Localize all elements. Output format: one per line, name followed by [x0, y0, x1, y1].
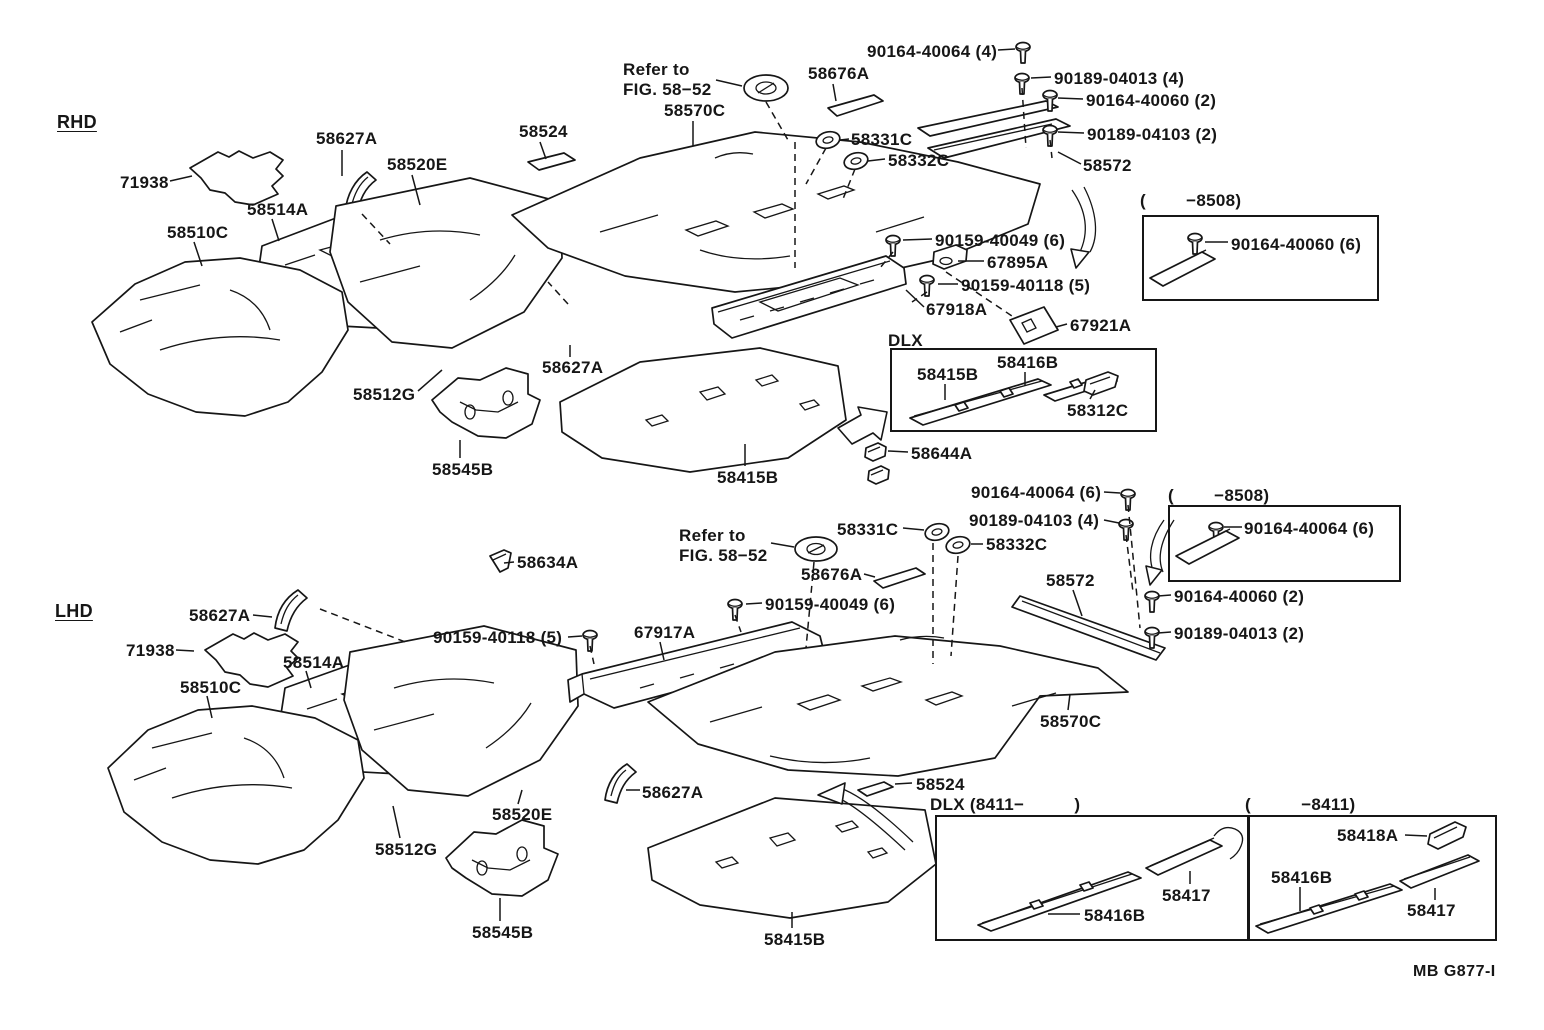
part-label: 90164-40064 (6): [971, 483, 1102, 502]
part-label: 58415B: [717, 468, 779, 487]
part-label: 58524: [916, 775, 965, 794]
part-label: 90164-40060 (2): [1174, 587, 1305, 606]
part-label: 90189-04013 (4): [1054, 69, 1185, 88]
part-label: 58510C: [167, 223, 229, 242]
part-label: 58520E: [387, 155, 448, 174]
part-label: 90164-40060 (6): [1231, 235, 1362, 254]
part-label: 58512G: [353, 385, 416, 404]
part-label: 58676A: [801, 565, 863, 584]
variant-box-caption: ( −8411): [1245, 795, 1356, 814]
part-label: 58332C: [986, 535, 1048, 554]
part-label: 67921A: [1070, 316, 1132, 335]
variant-box-caption: ( −8508): [1140, 191, 1242, 210]
part-label: 58627A: [189, 606, 251, 625]
part-label: 58520E: [492, 805, 553, 824]
part-label: 58416B: [1084, 906, 1146, 925]
variant-box-caption: DLX: [888, 331, 923, 350]
part-label: 90189-04103 (4): [969, 511, 1100, 530]
part-label: 90164-40064 (4): [867, 42, 998, 61]
part-label: 58312C: [1067, 401, 1129, 420]
variant-box-caption: DLX (8411− ): [930, 795, 1081, 814]
part-label: 58512G: [375, 840, 438, 859]
part-label: 58572: [1083, 156, 1132, 175]
part-label: 67917A: [634, 623, 696, 642]
part-label: 90159-40049 (6): [935, 231, 1066, 250]
part-label: 67895A: [987, 253, 1049, 272]
part-label: 58331C: [837, 520, 899, 539]
part-label: 58634A: [517, 553, 579, 572]
section-label-rhd: RHD: [57, 112, 97, 132]
part-label: 58418A: [1337, 826, 1399, 845]
section-label-lhd: LHD: [55, 601, 93, 621]
part-label: 58627A: [642, 783, 704, 802]
part-label: 58415B: [917, 365, 979, 384]
part-label: 90164-40060 (2): [1086, 91, 1217, 110]
variant-box-caption: ( −8508): [1168, 486, 1270, 505]
figure-reference: Refer to FIG. 58−52: [679, 526, 768, 565]
part-label: 58676A: [808, 64, 870, 83]
part-label: 71938: [126, 641, 175, 660]
part-label: 58331C: [851, 130, 913, 149]
part-label: 58510C: [180, 678, 242, 697]
part-label: 58644A: [911, 444, 973, 463]
figure-reference: Refer to FIG. 58−52: [623, 60, 712, 99]
part-label: 58570C: [1040, 712, 1102, 731]
part-label: 90159-40049 (6): [765, 595, 896, 614]
variant-box-rhd-8508: [1142, 215, 1379, 301]
part-label: 58627A: [316, 129, 378, 148]
part-label: 58572: [1046, 571, 1095, 590]
part-label: 90159-40118 (5): [961, 276, 1091, 295]
variant-box-lhd-pre-8411: [1248, 815, 1497, 941]
variant-box-lhd-8508: [1168, 505, 1401, 582]
part-label: 90189-04103 (2): [1087, 125, 1218, 144]
part-label: 58524: [519, 122, 568, 141]
part-label: 58417: [1407, 901, 1456, 920]
part-label: 58627A: [542, 358, 604, 377]
part-label: 58570C: [664, 101, 726, 120]
part-label: 58545B: [432, 460, 494, 479]
part-label: 58416B: [1271, 868, 1333, 887]
part-label: 67918A: [926, 300, 988, 319]
part-label: 58332C: [888, 151, 950, 170]
part-label: 90164-40064 (6): [1244, 519, 1375, 538]
part-label: 90159-40118 (5): [433, 628, 563, 647]
drawing-code: MB G877-I: [1413, 963, 1496, 980]
variant-box-rhd-dlx: [890, 348, 1157, 432]
part-label: 58416B: [997, 353, 1059, 372]
part-label: 58514A: [247, 200, 309, 219]
part-label: 58545B: [472, 923, 534, 942]
part-label: 90189-04013 (2): [1174, 624, 1305, 643]
part-label: 71938: [120, 173, 169, 192]
part-label: 58417: [1162, 886, 1211, 905]
part-label: 58514A: [283, 653, 345, 672]
part-label: 58415B: [764, 930, 826, 949]
